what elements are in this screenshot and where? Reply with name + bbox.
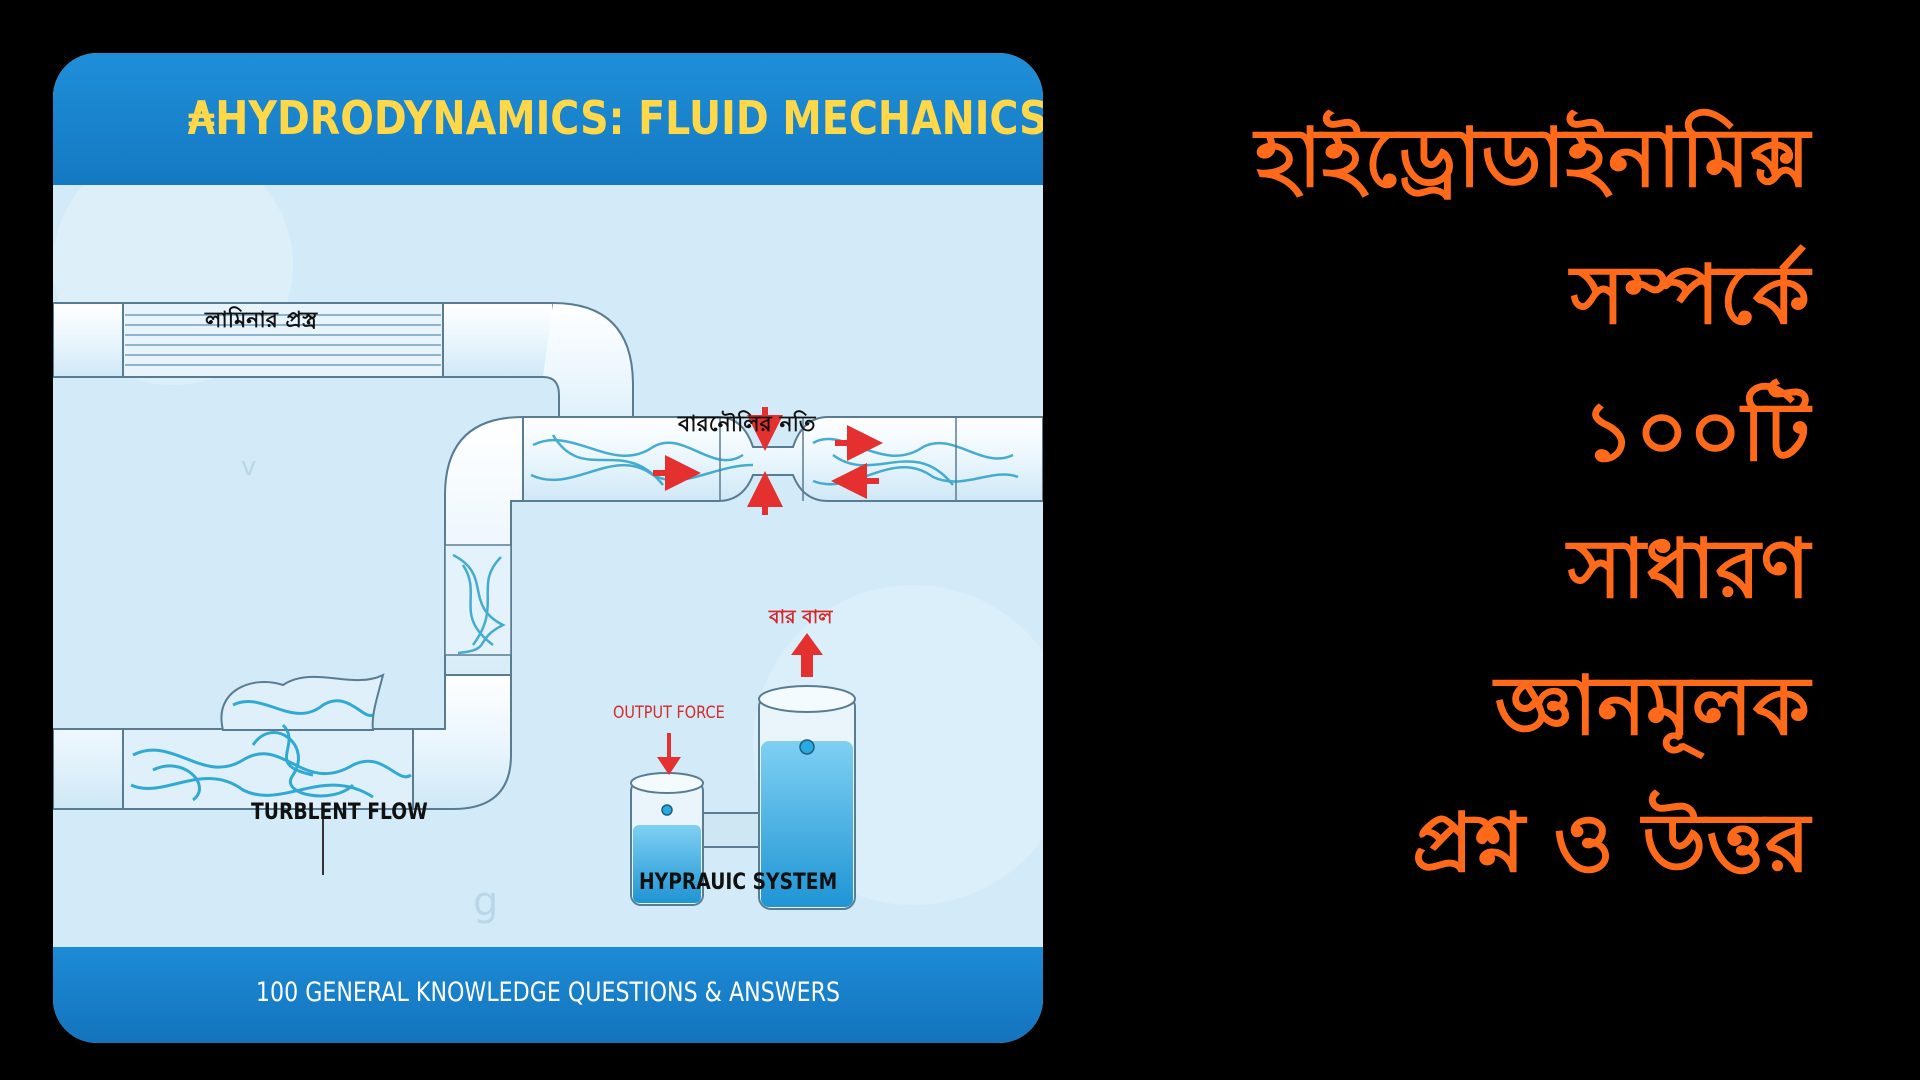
headline-line-1: হাইড্রোডাইনামিক্স — [1254, 111, 1810, 206]
headline-line-2: সম্পর্কে — [1570, 248, 1811, 343]
lift-arrow — [791, 633, 823, 677]
infographic-card: ₳HYDRODYNAMICS: FLUID MECHANICS — [53, 53, 1043, 1043]
hydraulic-system — [630, 633, 856, 910]
hydraulic-system-label: HYPRAUIC SYSTEM — [639, 870, 838, 895]
headline: হাইড্রোডাইনামিক্স সম্পর্কে ১০০টি সাধারণ … — [1255, 90, 1810, 912]
headline-line-4: সাধারণ — [1567, 522, 1810, 617]
card-title: ₳HYDRODYNAMICS: FLUID MECHANICS — [187, 91, 1043, 145]
headline-line-6: প্রশ্ন ও উত্তর — [1412, 796, 1810, 891]
card-footer-text: 100 GENERAL KNOWLEDGE QUESTIONS & ANSWER… — [255, 977, 841, 1008]
vertical-pipe — [444, 415, 524, 726]
turbulent-flow-label: TURBLENT FLOW — [251, 800, 428, 825]
lift-label: বার বাল — [769, 606, 833, 628]
output-force-label: OUTPUT FORCE — [613, 703, 725, 723]
fluid-diagram-svg: v g — [53, 185, 1043, 947]
laminar-flow-label: লামিনার প্রস্ত্র — [205, 308, 318, 333]
venturi-pipe — [522, 407, 1043, 515]
output-force-arrow — [657, 733, 681, 775]
turbulent-pipe — [53, 673, 512, 875]
card-footer: 100 GENERAL KNOWLEDGE QUESTIONS & ANSWER… — [53, 947, 1043, 1043]
fluid-diagram: v g লামিনার প্রস্ত্র বারনৌলির নতি TURBLE… — [53, 185, 1043, 947]
watermark-letter: v — [241, 452, 256, 482]
headline-line-5: জ্ঞানমূলক — [1494, 659, 1810, 754]
headline-line-3: ১০০টি — [1582, 385, 1810, 480]
watermark-letter: g — [473, 879, 498, 925]
venturi-label: বারনৌলির নতি — [678, 412, 816, 437]
card-header: ₳HYDRODYNAMICS: FLUID MECHANICS — [53, 53, 1043, 185]
